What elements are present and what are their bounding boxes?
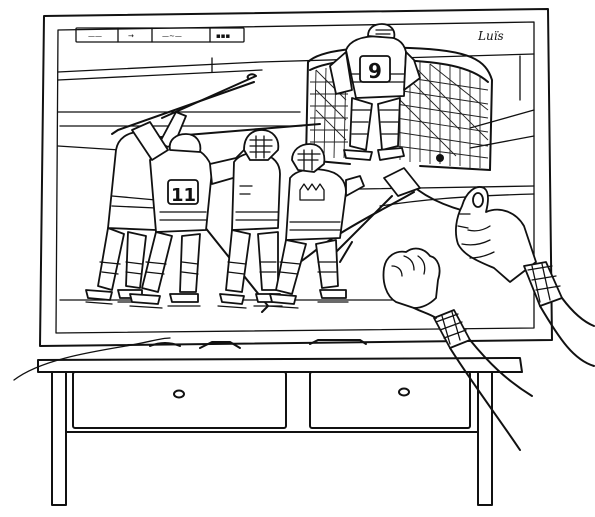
left-drawer-knob — [174, 391, 184, 398]
fist-hand — [384, 249, 533, 450]
score-segment-3: —∼— — [162, 32, 182, 40]
signature: Luïs — [477, 29, 504, 43]
viewer-hands — [384, 187, 595, 450]
score-segment-2: → — [128, 32, 134, 40]
goalie-jersey-number: 9 — [368, 59, 382, 83]
tv-stand — [14, 338, 522, 505]
celebrating-players: 11 — [86, 112, 364, 308]
player-right — [268, 144, 364, 308]
right-drawer[interactable] — [310, 372, 470, 428]
puck — [436, 154, 444, 162]
score-indicator: ▪▪▪ — [216, 32, 230, 40]
goalie: 9 — [330, 24, 420, 160]
player-eleven-number: 11 — [171, 185, 196, 206]
power-cable — [14, 338, 170, 380]
player-eleven: 11 — [130, 122, 256, 308]
left-drawer[interactable] — [73, 372, 286, 428]
score-segment-1: —— — [88, 32, 102, 40]
scoreboard-overlay: —— → —∼— ▪▪▪ — [76, 28, 244, 42]
right-drawer-knob — [399, 389, 409, 396]
player-middle — [218, 130, 282, 308]
thumbs-up-hand — [456, 187, 594, 366]
